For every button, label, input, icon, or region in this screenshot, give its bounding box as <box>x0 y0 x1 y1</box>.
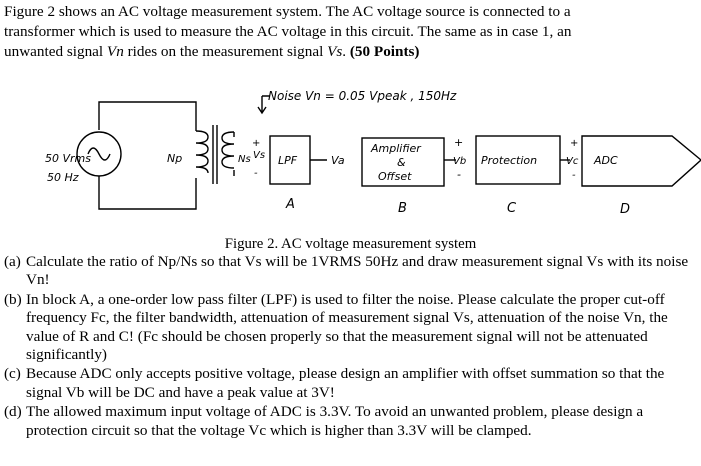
protection-label: Protection <box>481 154 537 167</box>
plus-sign-vs: + <box>252 138 260 149</box>
minus-sign-vb: - <box>457 168 461 181</box>
block-letter-c: C <box>507 201 517 216</box>
intro-line-3c: . <box>342 43 350 60</box>
intro-line-2: transformer which is used to measure the… <box>4 23 572 40</box>
adc-label: ADC <box>593 154 618 167</box>
minus-sign-vs: - <box>254 168 258 179</box>
problem-intro: Figure 2 shows an AC voltage measurement… <box>4 2 698 62</box>
source-wire <box>98 101 197 210</box>
plus-sign-vc: + <box>570 138 578 149</box>
question-item: (b)In block A, a one-order low pass filt… <box>4 291 698 365</box>
block-letter-a: A <box>285 197 295 212</box>
vb-label: Vb <box>453 156 466 167</box>
lpf-label: LPF <box>278 154 298 167</box>
plus-sign-vb: + <box>454 136 463 149</box>
block-letter-b: B <box>398 201 407 216</box>
va-label: Va <box>331 154 345 167</box>
vs-symbol: Vs <box>327 43 343 60</box>
noise-note: Noise Vn = 0.05 Vpeak , 150Hz <box>268 89 457 103</box>
question-item: (a) Calculate the ratio of Np/Ns so that … <box>4 253 698 290</box>
np-label: Np <box>167 152 182 165</box>
source-frequency: 50 Hz <box>47 171 79 184</box>
secondary-coil <box>221 131 235 169</box>
question-list: (a) Calculate the ratio of Np/Ns so that … <box>4 253 698 441</box>
source-amplitude: 50 Vrms <box>45 152 91 165</box>
adc-block <box>581 135 701 187</box>
amplifier-block <box>361 137 445 187</box>
intro-line-3b: rides on the measurement signal <box>123 43 328 60</box>
vs-label: Vs <box>253 150 265 161</box>
question-label: (a) <box>4 253 21 270</box>
intro-line-3a: unwanted signal <box>4 43 107 60</box>
question-text: Calculate the ratio of Np/Ns so that Vs … <box>26 253 689 289</box>
question-item: (c) Because ADC only accepts positive vol… <box>4 365 698 402</box>
minus-sign-vc: - <box>572 170 576 181</box>
question-text: Because ADC only accepts positive voltag… <box>26 365 665 401</box>
transformer-core <box>212 125 218 184</box>
sine-wave <box>87 147 111 161</box>
primary-coil <box>195 130 209 174</box>
amp-label-line3: Offset <box>378 170 412 183</box>
question-label: (b) <box>4 290 22 308</box>
intro-line-1: Figure 2 shows an AC voltage measurement… <box>4 3 571 20</box>
vc-label: Vc <box>566 156 579 167</box>
question-label: (c) <box>4 365 21 383</box>
points-label: (50 Points) <box>349 43 420 60</box>
question-text: The allowed maximum input voltage of ADC… <box>26 403 644 439</box>
amp-label-line2: & <box>397 156 406 169</box>
question-label: (d) <box>4 403 22 421</box>
circuit-diagram: Noise Vn = 0.05 Vpeak , 150Hz 50 Vrms 50… <box>45 89 701 217</box>
amp-label-line1: Amplifier <box>370 142 422 155</box>
vn-symbol: Vn <box>106 43 124 60</box>
ns-label: Ns <box>238 154 251 165</box>
question-item: (d)The allowed maximum input voltage of … <box>4 403 698 440</box>
noise-arrow <box>257 95 270 115</box>
ac-source-symbol <box>76 131 122 177</box>
question-text: In block A, a one-order low pass filter … <box>26 290 668 364</box>
figure-caption: Figure 2. AC voltage measurement system <box>224 236 477 252</box>
block-letter-d: D <box>620 202 630 217</box>
